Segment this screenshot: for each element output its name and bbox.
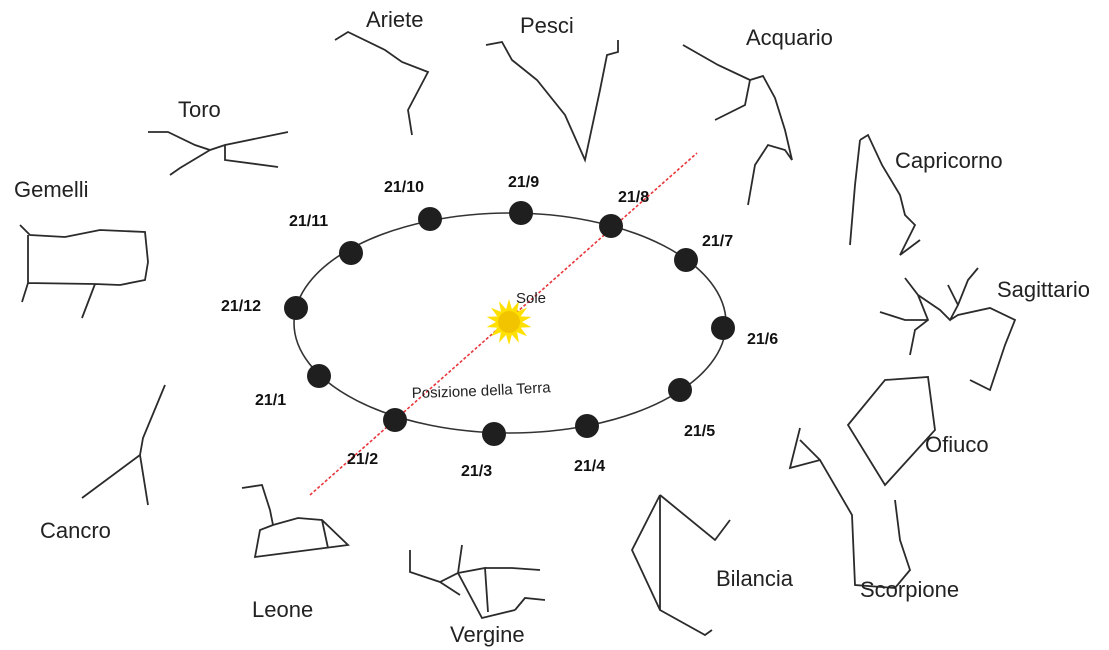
label-scorpione: Scorpione	[860, 577, 959, 602]
earth-path-caption-text: Posizione della Terra	[412, 379, 552, 402]
earth-position-21-7	[674, 248, 698, 272]
sagittario-figure	[879, 267, 1017, 392]
date-label-21-11: 21/11	[289, 213, 328, 230]
earth-path-caption: Posizione della Terra	[412, 379, 552, 402]
label-toro: Toro	[178, 97, 221, 122]
label-pesci: Pesci	[520, 13, 574, 38]
ofiuco-figure	[846, 376, 936, 487]
ariete-figure	[334, 30, 430, 136]
date-label-21-4: 21/4	[574, 458, 605, 475]
date-label-21-8: 21/8	[618, 189, 649, 206]
date-label-21-2: 21/2	[347, 451, 378, 468]
label-leone: Leone	[252, 597, 313, 622]
earth-position-21-4	[575, 414, 599, 438]
constellation-figures	[19, 30, 1017, 637]
vergine-figure	[409, 544, 546, 620]
sun-label: Sole	[516, 290, 546, 307]
earth-position-21-8	[599, 214, 623, 238]
label-acquario: Acquario	[746, 25, 833, 50]
date-label-21-3: 21/3	[461, 463, 492, 480]
gemelli-figure	[19, 224, 149, 319]
leone-figure	[241, 483, 350, 559]
date-label-21-1: 21/1	[255, 392, 286, 409]
label-sagittario: Sagittario	[997, 277, 1090, 302]
date-label-21-9: 21/9	[508, 174, 539, 191]
date-label-21-7: 21/7	[702, 233, 733, 250]
capricorno-figure	[849, 133, 921, 256]
date-label-21-6: 21/6	[747, 331, 778, 348]
cancro-figure	[81, 384, 166, 506]
sight-line	[309, 152, 698, 496]
earth-position-21-9	[509, 201, 533, 225]
toro-figure	[148, 131, 289, 176]
constellation-labels: Ariete Pesci Acquario Toro Capricorno Ge…	[14, 7, 1090, 647]
earth-position-21-1	[307, 364, 331, 388]
acquario-figure	[682, 44, 793, 206]
earth-position-21-3	[482, 422, 506, 446]
earth-position-21-2	[383, 408, 407, 432]
date-labels: 21/1 21/2 21/3 21/4 21/5 21/6 21/7 21/8 …	[221, 174, 778, 480]
earth-position-21-10	[418, 207, 442, 231]
earth-position-21-5	[668, 378, 692, 402]
date-label-21-10: 21/10	[384, 179, 424, 196]
earth-positions	[284, 201, 735, 446]
label-ariete: Ariete	[366, 7, 423, 32]
date-label-21-5: 21/5	[684, 423, 715, 440]
label-cancro: Cancro	[40, 518, 111, 543]
label-vergine: Vergine	[450, 622, 525, 647]
earth-position-21-6	[711, 316, 735, 340]
scorpione-figure	[788, 427, 912, 589]
label-gemelli: Gemelli	[14, 177, 89, 202]
label-ofiuco: Ofiuco	[925, 432, 989, 457]
date-label-21-12: 21/12	[221, 298, 261, 315]
earth-position-21-12	[284, 296, 308, 320]
label-bilancia: Bilancia	[716, 566, 794, 591]
pesci-figure	[485, 40, 619, 163]
label-capricorno: Capricorno	[895, 148, 1003, 173]
earth-position-21-11	[339, 241, 363, 265]
bilancia-figure	[630, 494, 731, 637]
sun-icon	[486, 299, 532, 345]
